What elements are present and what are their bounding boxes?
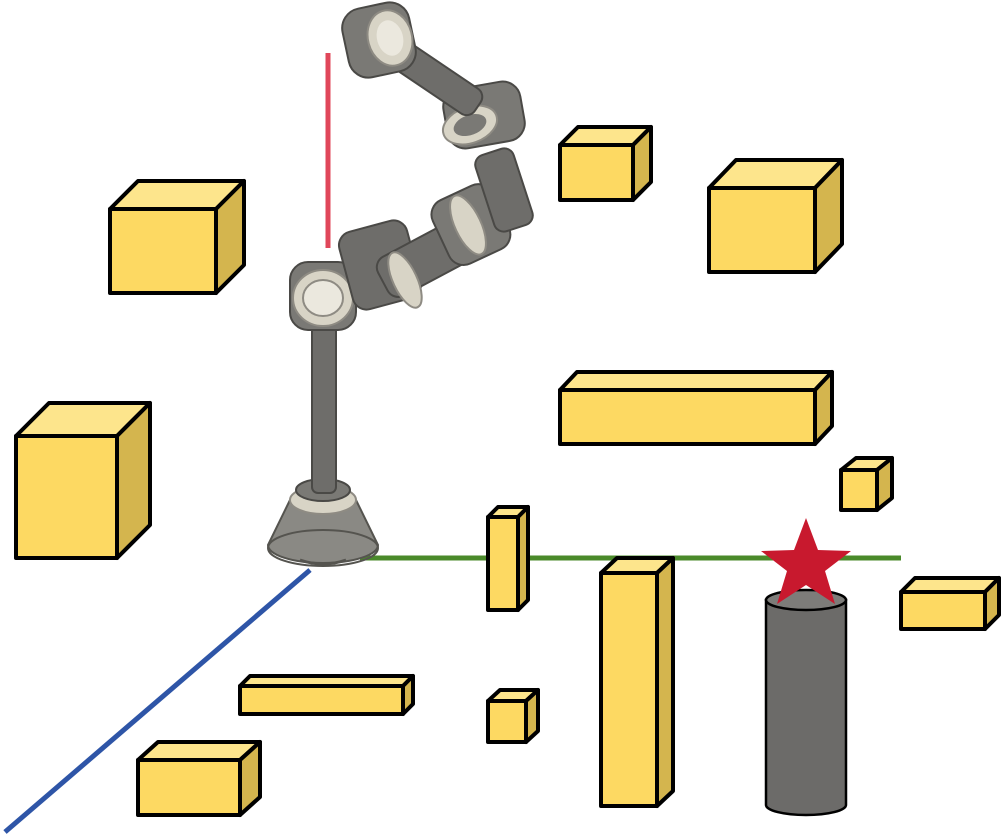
obstacle-box: [14, 401, 152, 560]
obstacle-box: [238, 674, 415, 716]
obstacle-box: [839, 456, 894, 512]
robot-link-forearm: [474, 147, 534, 233]
star-icon: [761, 518, 851, 604]
obstacle-box: [599, 556, 675, 808]
obstacle-box: [486, 505, 530, 612]
obstacle-box: [558, 125, 653, 202]
robot-end-effector: [341, 1, 417, 79]
obstacle-box: [136, 740, 262, 817]
obstacle-box: [707, 158, 844, 274]
pillar-body: [764, 598, 848, 817]
robot-link-lower: [311, 324, 337, 494]
obstacle-box: [486, 688, 540, 744]
obstacle-box: [558, 370, 834, 446]
target-pillar: [764, 588, 848, 817]
obstacle-box: [899, 576, 1001, 631]
axis-z-blue: [3, 568, 312, 834]
robot-arm: [266, 1, 534, 567]
robot-joint-shoulder: [289, 261, 357, 331]
robot-joint-wrist: [441, 80, 526, 150]
obstacles: [14, 125, 1001, 817]
pillar-top: [764, 588, 848, 612]
obstacle-box: [108, 179, 246, 295]
